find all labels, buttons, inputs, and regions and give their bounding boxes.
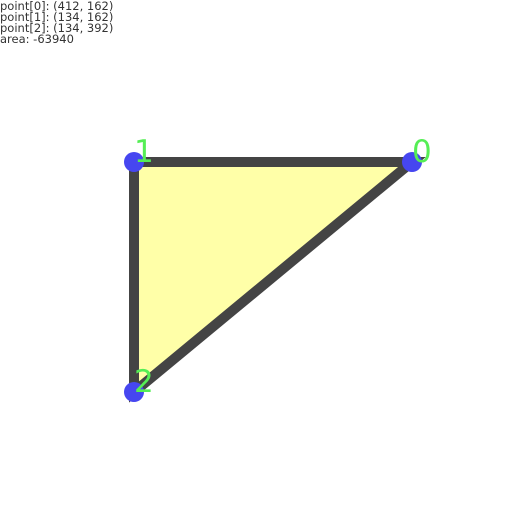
- area-readout: area: -63940: [0, 32, 74, 46]
- vertex-handle-0[interactable]: [402, 152, 422, 172]
- vertex-label-2: 2: [134, 364, 154, 400]
- vertex-handle-1[interactable]: [124, 152, 144, 172]
- coordinate-readout: point[0]: (412, 162) point[1]: (134, 162…: [0, 0, 114, 46]
- vertex-label-0: 0: [412, 134, 432, 170]
- triangle-shape[interactable]: [129, 157, 426, 403]
- point-2-readout: point[2]: (134, 392): [0, 21, 114, 35]
- vertex-handle-2[interactable]: [124, 382, 144, 402]
- point-0-readout: point[0]: (412, 162): [0, 0, 114, 13]
- point-1-readout: point[1]: (134, 162): [0, 10, 114, 24]
- vertex-label-1: 1: [134, 134, 154, 170]
